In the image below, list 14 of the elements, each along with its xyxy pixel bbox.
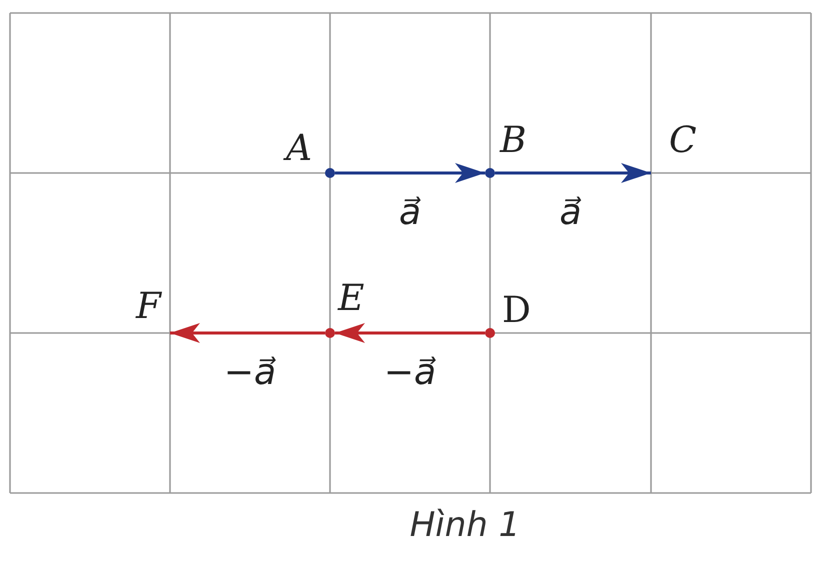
- arrow: [170, 323, 325, 343]
- point-label: F: [136, 289, 161, 325]
- edge-label: a⃗: [559, 195, 582, 231]
- point-label: C: [669, 123, 697, 159]
- edge-label: −a⃗: [224, 355, 276, 391]
- point-label: E: [338, 281, 364, 317]
- figure-caption: Hình 1: [410, 505, 520, 545]
- edge-label: a⃗: [398, 195, 422, 231]
- arrow: [335, 323, 485, 343]
- edge-label: −a⃗: [384, 355, 436, 391]
- arrow: [335, 163, 485, 183]
- point-label: B: [500, 123, 526, 159]
- arrow: [495, 163, 651, 183]
- point-label: D: [502, 293, 531, 329]
